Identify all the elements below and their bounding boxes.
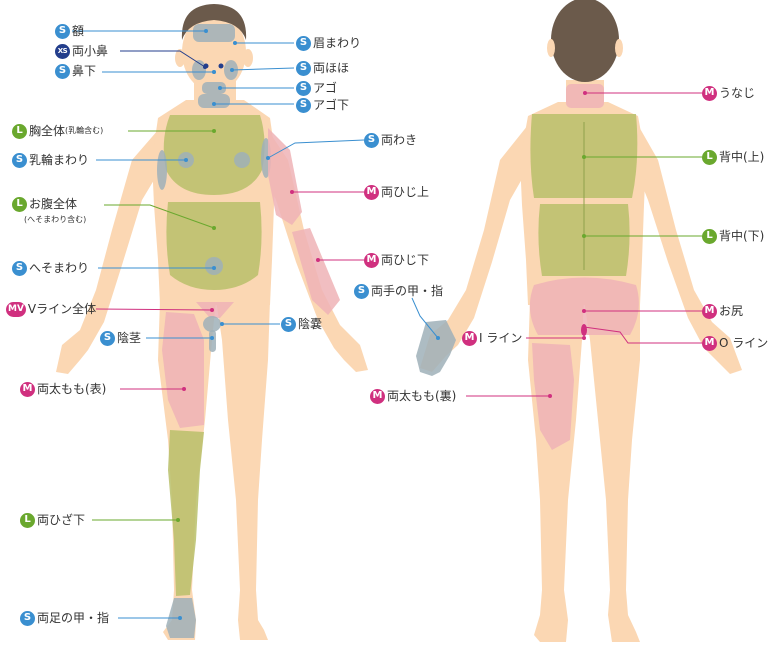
area-name: 陰茎 [117,331,142,345]
size-badge: L [20,512,35,528]
leader-lines [72,29,702,620]
size-badge: S [55,23,70,39]
area-name: 背中(下) [719,229,765,243]
area-name: I ライン [479,331,523,345]
area-name: 両ひざ下 [37,513,86,527]
size-badge: M [702,335,717,351]
size-badge: M [370,388,385,404]
size-badge: S [20,610,35,626]
size-badge: L [702,228,717,244]
size-badge: M [702,85,717,101]
area-name: 両太もも(裏) [387,389,457,403]
area-name: 鼻下 [72,64,97,78]
size-badge: S [296,60,311,76]
size-badge: M [462,330,477,346]
label-belly-note: (へそまわり含む) [24,215,87,224]
size-badge: S [55,63,70,79]
size-badge: L [12,196,27,212]
area-name: 額 [72,24,85,38]
back-figure [416,0,742,642]
area-name: 両わき [381,133,418,147]
area-name: 胸全体 [29,124,66,138]
area-name: お尻 [719,304,744,318]
area-name: 両手の甲・指 [371,284,444,298]
size-badge: XS [55,43,70,59]
area-name: お腹全体 [29,197,78,211]
area-name: 両ほほ [313,61,350,75]
front-figure [56,4,368,640]
area-name: O ライン [719,336,769,350]
size-badge: M [364,252,379,268]
area-name: アゴ [313,81,338,95]
area-name: 陰嚢 [298,317,323,331]
size-badge: L [12,123,27,139]
size-badge: M [364,184,379,200]
area-subnote: (乳輪含む) [65,126,104,135]
size-badge: M [702,303,717,319]
size-badge: S [281,316,296,332]
size-badge: L [702,149,717,165]
area-name: 背中(上) [719,150,765,164]
size-badge: MV [6,301,26,317]
size-badge: S [354,283,369,299]
area-name: 両足の甲・指 [37,611,110,625]
area-name: Vライン全体 [27,302,97,316]
size-badge: S [12,260,27,276]
area-name: へそまわり [29,261,90,275]
size-badge: S [296,97,311,113]
size-badge: S [296,35,311,51]
area-name: 両小鼻 [72,44,109,58]
size-badge: S [296,80,311,96]
area-name: 両太もも(表) [37,382,107,396]
size-badge: S [364,132,379,148]
size-badge: S [12,152,27,168]
area-name: 両ひじ上 [381,185,430,199]
size-badge: S [100,330,115,346]
area-name: 眉まわり [313,36,362,50]
area-name: うなじ [719,86,756,100]
area-name: アゴ下 [313,98,350,112]
size-badge: M [20,381,35,397]
area-name: 両ひじ下 [381,253,430,267]
area-name: 乳輪まわり [29,153,90,167]
